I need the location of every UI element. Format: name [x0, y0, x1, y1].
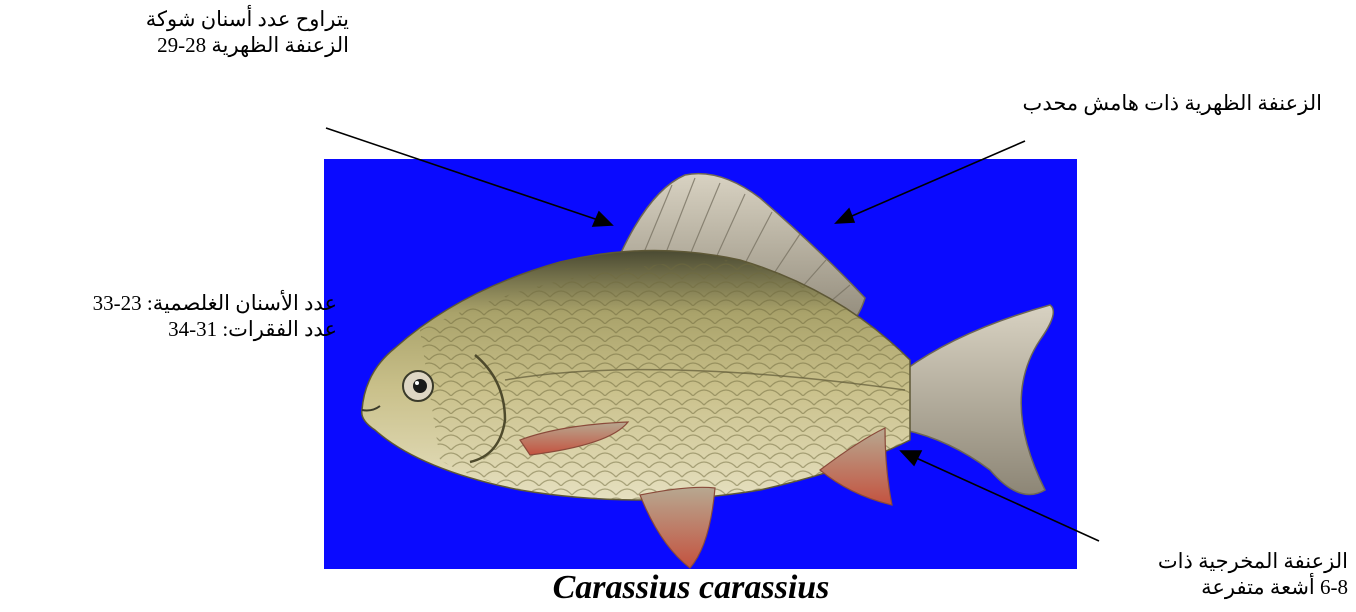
dorsal-fin-margin-label: الزعنفة الظهرية ذات هامش محدب — [1023, 90, 1322, 116]
counts-label: عدد الأسنان الغلصمية: 23-33 عدد الفقرات:… — [93, 290, 337, 342]
species-caption: Carassius carassius — [0, 568, 1356, 608]
label-line: الزعنفة الظهرية 28-29 — [146, 32, 349, 58]
label-line: يتراوح عدد أسنان شوكة — [146, 6, 349, 32]
species-name: Carassius carassius — [553, 569, 830, 606]
vertebrae-count: عدد الفقرات: 31-34 — [93, 316, 337, 342]
dorsal-spine-teeth-label: يتراوح عدد أسنان شوكة الزعنفة الظهرية 28… — [146, 6, 349, 58]
illustration-background — [324, 159, 1077, 569]
gill-rakers-count: عدد الأسنان الغلصمية: 23-33 — [93, 290, 337, 316]
